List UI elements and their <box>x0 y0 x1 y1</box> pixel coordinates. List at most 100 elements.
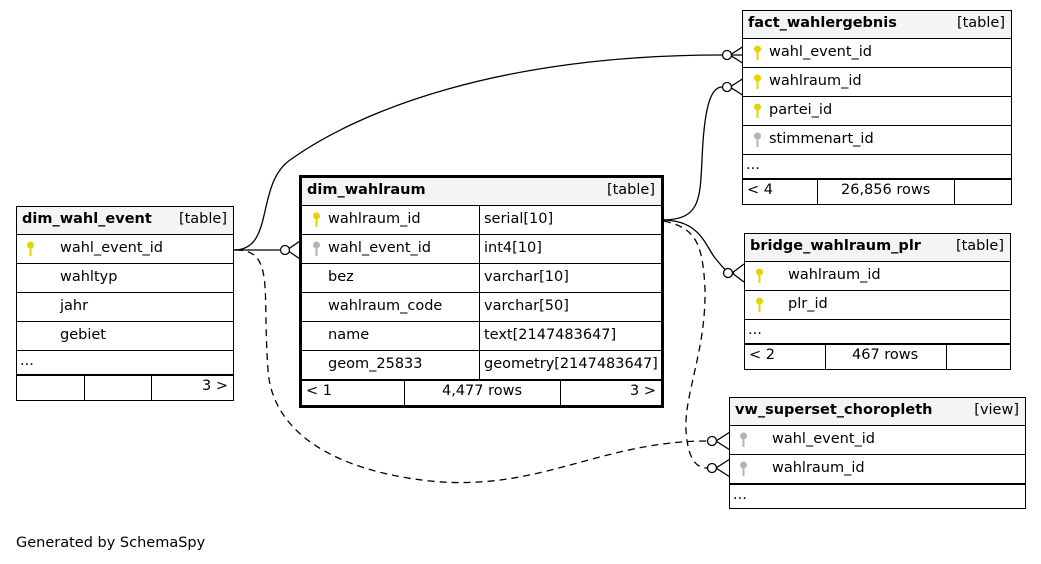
table-header: vw_superset_choropleth [view] <box>730 398 1025 426</box>
generated-by-credit: Generated by SchemaSpy <box>16 535 206 551</box>
foreign-key-icon <box>740 432 747 447</box>
row-count: 26,856 rows <box>841 182 931 198</box>
table-footer: 3 > <box>17 375 233 400</box>
parents-count[interactable]: < 2 <box>749 347 775 363</box>
foreign-key-icon <box>754 132 761 147</box>
column-row[interactable]: jahr <box>17 293 233 322</box>
column-row[interactable]: wahltyp <box>17 264 233 293</box>
primary-key-icon <box>754 45 761 60</box>
table-header: dim_wahl_event [table] <box>17 207 233 235</box>
column-name: geom_25833 <box>328 356 423 372</box>
primary-key-icon <box>313 212 320 227</box>
column-row[interactable]: partei_id <box>743 97 1011 126</box>
table-type: [table] <box>955 238 1004 254</box>
more-columns-row: ... <box>730 484 1025 508</box>
column-name: wahltyp <box>60 269 118 285</box>
parents-count[interactable]: < 4 <box>747 182 773 198</box>
column-row[interactable]: geom_25833 geometry[2147483647] <box>302 351 661 380</box>
edge-wahl-event-to-view <box>235 249 709 484</box>
primary-key-icon <box>756 297 763 312</box>
table-footer: < 1 4,477 rows 3 > <box>302 380 661 405</box>
ellipsis: ... <box>20 353 34 369</box>
column-row[interactable]: wahlraum_id <box>743 68 1011 97</box>
column-name: wahlraum_id <box>772 460 865 476</box>
foreign-key-icon <box>313 241 320 256</box>
column-name: partei_id <box>769 102 833 118</box>
column-name: wahlraum_id <box>769 73 862 89</box>
row-count: 467 rows <box>852 347 919 363</box>
table-type: [table] <box>178 211 227 227</box>
column-row[interactable]: wahlraum_code varchar[50] <box>302 293 661 322</box>
table-dim-wahl-event[interactable]: dim_wahl_event [table] wahl_event_id wah… <box>16 206 234 401</box>
table-name: fact_wahlergebnis <box>748 15 897 31</box>
column-name: wahl_event_id <box>328 240 431 256</box>
edge-wahlraum-to-bridge <box>661 219 735 274</box>
column-type: serial[10] <box>484 211 554 227</box>
table-header: dim_wahlraum [table] <box>302 178 661 206</box>
more-columns-row: ... <box>743 155 1011 179</box>
edge-wahlraum-to-view <box>663 220 709 469</box>
column-name: jahr <box>60 298 89 314</box>
table-footer: < 2 467 rows <box>745 344 1010 369</box>
ellipsis: ... <box>733 487 747 503</box>
column-row[interactable]: plr_id <box>745 291 1010 320</box>
column-name: wahlraum_id <box>328 211 421 227</box>
column-name: stimmenart_id <box>769 131 874 147</box>
table-name: bridge_wahlraum_plr <box>750 238 921 254</box>
parents-count[interactable]: < 1 <box>306 383 332 399</box>
column-row[interactable]: wahl_event_id int4[10] <box>302 235 661 264</box>
table-type: [table] <box>956 15 1005 31</box>
column-type: varchar[50] <box>484 298 569 314</box>
column-row[interactable]: gebiet <box>17 322 233 351</box>
column-name: wahl_event_id <box>60 240 163 256</box>
more-columns-row: ... <box>17 351 233 375</box>
ellipsis: ... <box>746 157 760 173</box>
table-header: bridge_wahlraum_plr [table] <box>745 234 1010 262</box>
primary-key-icon <box>754 74 761 89</box>
table-dim-wahlraum[interactable]: dim_wahlraum [table] wahlraum_id serial[… <box>299 175 664 408</box>
column-row[interactable]: wahl_event_id <box>730 426 1025 455</box>
table-name: dim_wahl_event <box>22 211 152 227</box>
table-name: dim_wahlraum <box>307 182 426 198</box>
column-row[interactable]: stimmenart_id <box>743 126 1011 155</box>
column-name: wahlraum_code <box>328 298 443 314</box>
table-vw-superset-choropleth[interactable]: vw_superset_choropleth [view] wahl_event… <box>729 397 1026 509</box>
column-row[interactable]: bez varchar[10] <box>302 264 661 293</box>
edge-wahl-event-to-fact <box>233 54 723 251</box>
column-type: geometry[2147483647] <box>484 356 658 372</box>
children-count[interactable]: 3 > <box>202 378 228 394</box>
table-type: [view] <box>974 402 1019 418</box>
column-name: wahlraum_id <box>788 267 881 283</box>
column-row[interactable]: wahl_event_id <box>17 235 233 264</box>
column-row[interactable]: name text[2147483647] <box>302 322 661 351</box>
table-footer: < 4 26,856 rows <box>743 179 1011 204</box>
column-name: plr_id <box>788 296 828 312</box>
column-name: bez <box>328 269 354 285</box>
column-row[interactable]: wahlraum_id <box>745 262 1010 291</box>
column-row[interactable]: wahlraum_id <box>730 455 1025 484</box>
primary-key-icon <box>27 241 34 256</box>
column-name: wahl_event_id <box>772 431 875 447</box>
children-count[interactable]: 3 > <box>630 383 656 399</box>
column-row[interactable]: wahlraum_id serial[10] <box>302 206 661 235</box>
column-name: gebiet <box>60 327 106 343</box>
more-columns-row: ... <box>745 320 1010 344</box>
column-row[interactable]: wahl_event_id <box>743 39 1011 68</box>
primary-key-icon <box>756 268 763 283</box>
column-name: name <box>328 327 370 343</box>
column-type: int4[10] <box>484 240 542 256</box>
column-type: text[2147483647] <box>484 327 617 343</box>
primary-key-icon <box>754 103 761 118</box>
column-type: varchar[10] <box>484 269 569 285</box>
edge-wahlraum-to-fact <box>661 86 723 221</box>
row-count: 4,477 rows <box>442 383 523 399</box>
table-header: fact_wahlergebnis [table] <box>743 11 1011 39</box>
table-type: [table] <box>606 182 655 198</box>
table-fact-wahlergebnis[interactable]: fact_wahlergebnis [table] wahl_event_id … <box>742 10 1012 205</box>
table-bridge-wahlraum-plr[interactable]: bridge_wahlraum_plr [table] wahlraum_id … <box>744 233 1011 370</box>
foreign-key-icon <box>740 461 747 476</box>
table-name: vw_superset_choropleth <box>735 402 933 418</box>
ellipsis: ... <box>748 322 762 338</box>
column-name: wahl_event_id <box>769 44 872 60</box>
